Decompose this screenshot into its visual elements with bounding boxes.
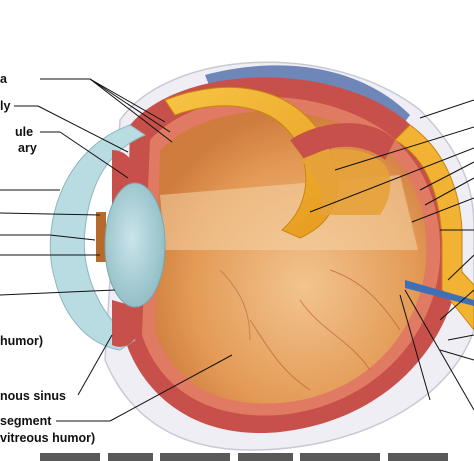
lens <box>104 182 166 308</box>
label-ly: ly <box>0 99 11 113</box>
retina-fold <box>164 86 395 239</box>
cropped-caption-text <box>40 453 448 461</box>
label-humor: humor) <box>0 334 44 348</box>
label-ary: ary <box>18 141 37 155</box>
label-ule: ule <box>15 125 34 139</box>
label-nous-sinus: nous sinus <box>0 389 66 403</box>
cornea <box>49 124 147 351</box>
leader-lines <box>0 78 474 422</box>
optic-nerve <box>394 124 474 331</box>
label-segment: segment <box>0 414 52 428</box>
label-vitreous-humor: vitreous humor) <box>0 431 96 445</box>
label-a: a <box>0 72 7 86</box>
